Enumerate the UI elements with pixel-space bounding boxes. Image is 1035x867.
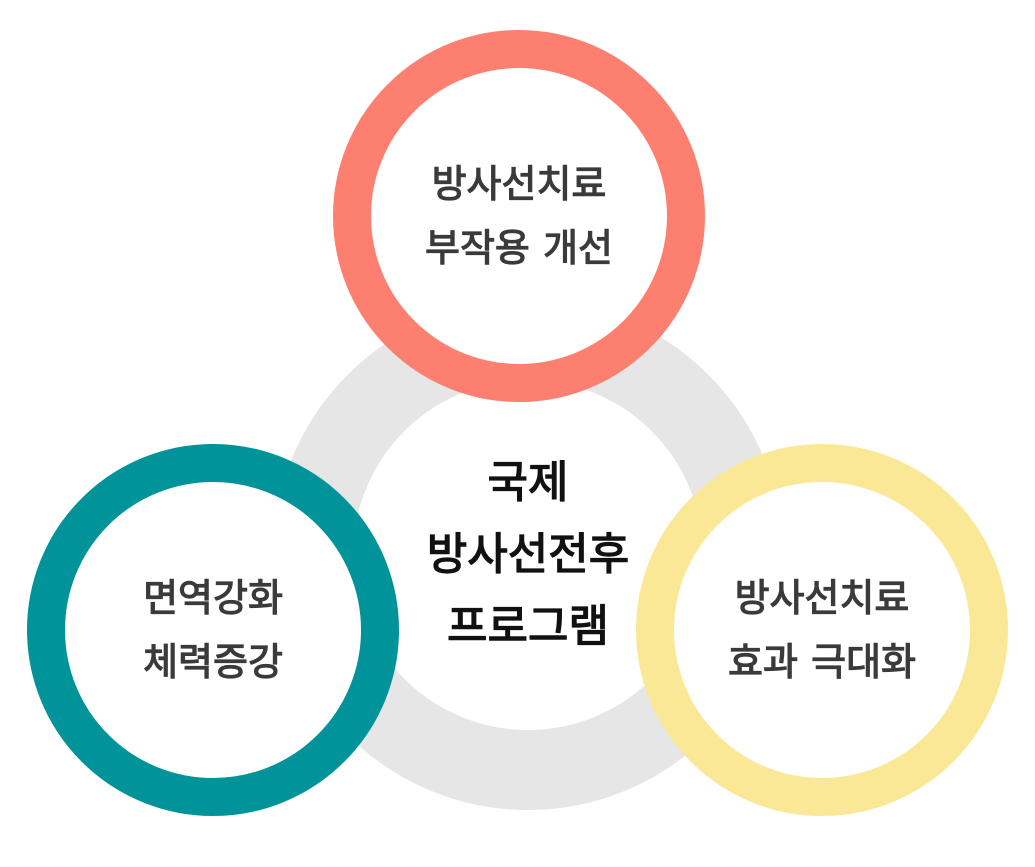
top-label-line-2: 부작용 개선 <box>424 226 614 270</box>
center-label-line-3: 프로그램 <box>447 601 609 652</box>
top-label: 방사선치료 부작용 개선 <box>369 146 669 286</box>
right-label-line-1: 방사선치료 <box>734 576 910 620</box>
left-label-line-1: 면역강화 <box>143 576 283 620</box>
center-label: 국제 방사선전후 프로그램 <box>378 430 678 680</box>
top-label-line-1: 방사선치료 <box>431 162 607 206</box>
right-label-line-2: 효과 극대화 <box>727 640 917 684</box>
left-label: 면역강화 체력증강 <box>63 560 363 700</box>
right-label: 방사선치료 효과 극대화 <box>672 560 972 700</box>
center-label-line-1: 국제 <box>487 457 569 508</box>
left-label-line-2: 체력증강 <box>143 640 283 684</box>
center-label-line-2: 방사선전후 <box>426 529 630 580</box>
